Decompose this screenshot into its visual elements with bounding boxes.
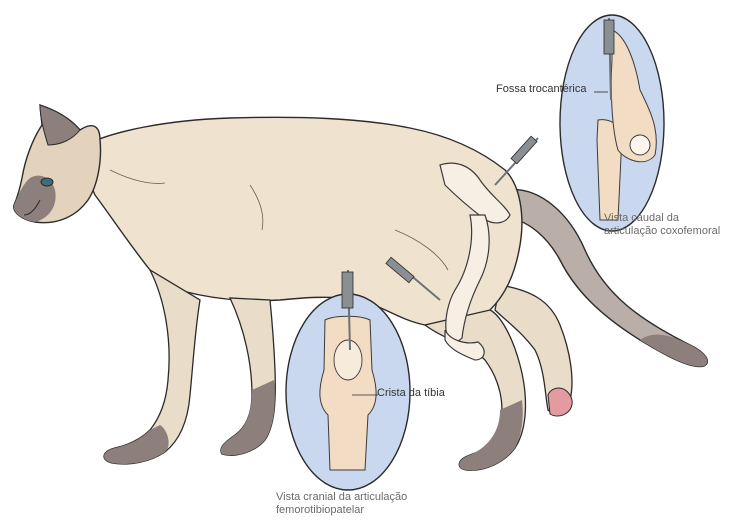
label-fossa-trocanterica: Fossa trocantérica <box>496 83 586 96</box>
label-crista-da-tibia: Crista da tíbia <box>377 387 445 400</box>
label-caudal-view: Vista caudal da articulação coxofemoral <box>604 212 720 238</box>
label-cranial-line1: Vista cranial da articulação <box>276 491 407 504</box>
label-cranial-line2: femorotibiopatelar <box>276 504 407 517</box>
label-caudal-line2: articulação coxofemoral <box>604 225 720 238</box>
cat-eye <box>41 178 53 186</box>
inset-caudal-hip <box>560 15 664 231</box>
label-caudal-line1: Vista caudal da <box>604 212 720 225</box>
label-cranial-view: Vista cranial da articulação femorotibio… <box>276 491 407 517</box>
needle-hip <box>495 136 538 185</box>
